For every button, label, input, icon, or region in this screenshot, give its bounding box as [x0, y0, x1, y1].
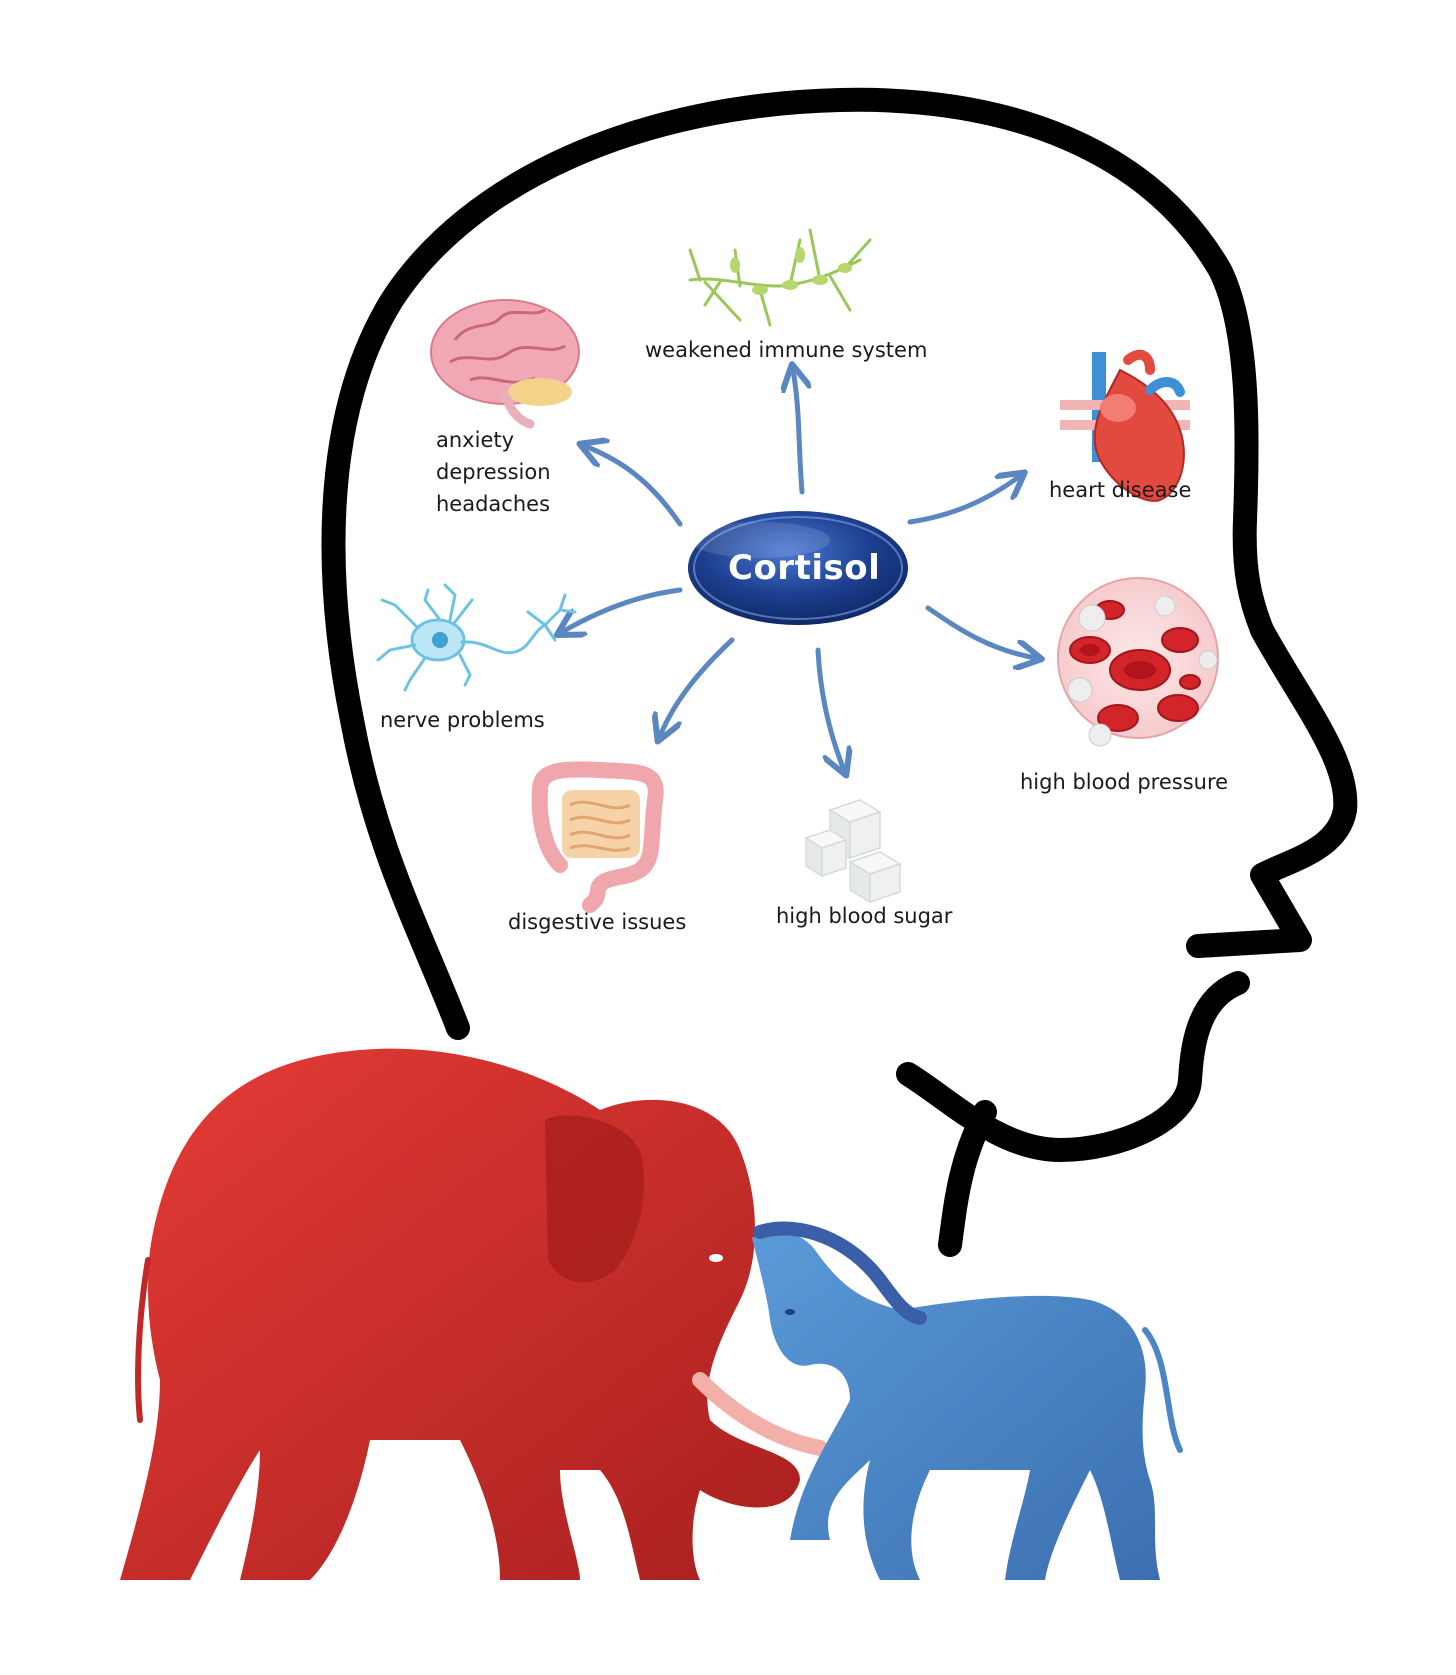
- cortisol-node: [688, 511, 908, 625]
- arrow-to-heart: [907, 476, 1020, 525]
- arrow-to-intestines: [660, 637, 735, 736]
- arrow-to-sugar: [815, 647, 844, 770]
- red-elephant-icon: [120, 1048, 828, 1580]
- label-headaches: headaches: [436, 492, 551, 516]
- label-nerve-problems-text: nerve problems: [380, 708, 545, 732]
- brain-icon: [430, 299, 580, 429]
- heart-icon: [1060, 349, 1190, 502]
- arrow-to-brain: [585, 446, 683, 527]
- blue-donkey-icon: [752, 1221, 1183, 1580]
- label-weakened-immune-system-text: weakened immune system: [645, 338, 928, 362]
- label-weakened-immune-system: weakened immune system: [645, 334, 927, 366]
- label-high-blood-pressure-text: high blood pressure: [1020, 770, 1229, 794]
- arrow-to-neuron: [562, 587, 683, 632]
- neuron-icon: [376, 583, 577, 692]
- head-outline: [321, 87, 1358, 1257]
- cortisol-label: Cortisol: [728, 548, 881, 588]
- label-high-blood-sugar-text: high blood sugar: [776, 904, 953, 928]
- label-heart-disease-text: heart disease: [1049, 478, 1192, 502]
- arrows: [562, 370, 1036, 770]
- label-nerve-problems: nerve problems: [380, 704, 545, 736]
- immune-cells-icon: [688, 228, 872, 327]
- sugar-cubes-icon: [804, 799, 902, 904]
- label-heart-disease: heart disease: [1049, 474, 1191, 506]
- label-high-blood-pressure: high blood pressure: [1020, 766, 1228, 798]
- label-high-blood-sugar: high blood sugar: [776, 900, 952, 932]
- arrow-to-blood: [925, 605, 1036, 658]
- label-disgestive-issues: disgestive issues: [508, 906, 686, 938]
- blood-cells-icon: [1057, 577, 1219, 747]
- arrow-to-immune: [793, 370, 802, 495]
- intestines-icon: [531, 761, 664, 913]
- label-disgestive-issues-text: disgestive issues: [508, 910, 687, 934]
- label-anxiety-group: anxiety depression headaches: [436, 424, 551, 520]
- label-anxiety: anxiety: [436, 428, 515, 452]
- label-depression: depression: [436, 460, 551, 484]
